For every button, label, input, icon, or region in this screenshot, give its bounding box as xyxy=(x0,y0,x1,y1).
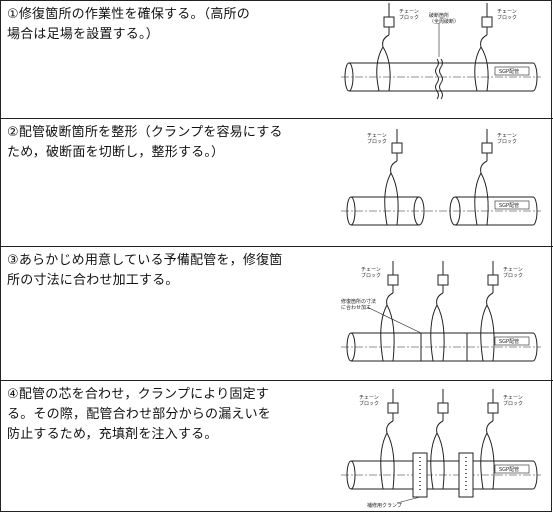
label-line: チェーン xyxy=(399,9,419,15)
hoist-label-right: チェーンブロック xyxy=(497,9,517,21)
label-line: （全周破断） xyxy=(429,18,459,25)
label-line: チェーン xyxy=(503,395,523,401)
label-line: チェーン xyxy=(361,267,381,273)
chain-hoist-left xyxy=(386,389,399,434)
step-1-text: ①修復箇所の作業性を確保する。（高所の 場合は足場を設置する。） xyxy=(7,7,250,42)
clamp-label: 補修用クランプ xyxy=(367,502,402,509)
label-line: ブロック xyxy=(399,14,419,21)
step-row-1: ①修復箇所の作業性を確保する。（高所の 場合は足場を設置する。） チェーンブロッ… xyxy=(1,1,553,119)
label-line: ブロック xyxy=(359,400,379,407)
chain-hoist-middle xyxy=(436,389,449,434)
step-1-figure: チェーンブロック チェーンブロック 破断箇所（全周破断） xyxy=(341,3,541,100)
step-3-figure: チェーンブロック チェーンブロック 修復箇所の寸法に合わせ加工 xyxy=(341,261,541,362)
chain-hoist-right xyxy=(486,261,499,306)
step-row-4: ④配管の芯を合わせ，クランプにより固定す る。その際，配管合わせ部分からの漏えい… xyxy=(1,381,553,513)
label-line: ブロック xyxy=(367,138,387,145)
pipe-label: SGP配管 xyxy=(499,466,519,473)
label-line: チェーン xyxy=(503,267,523,273)
pipe-with-clamps xyxy=(341,432,541,504)
label-line: 補修用クランプ xyxy=(367,502,402,509)
label-line: SGP配管 xyxy=(499,68,519,75)
label-line: SGP配管 xyxy=(499,202,519,209)
label-line: ブロック xyxy=(503,400,523,407)
label-line: チェーン xyxy=(497,133,517,139)
pipe-label: SGP配管 xyxy=(499,202,519,209)
step-2-text: ②配管破断箇所を整形（クランプを容易にする ため，破断面を切断し，整形する。） xyxy=(7,125,283,160)
label-line: ブロック xyxy=(361,272,381,279)
label-line: 破断箇所 xyxy=(429,12,449,19)
label-line: チェーン xyxy=(497,9,517,15)
pipe-with-spare xyxy=(341,304,541,362)
hoist-label-right: チェーンブロック xyxy=(503,395,523,407)
pipe xyxy=(341,23,541,100)
step-row-2: ②配管破断箇所を整形（クランプを容易にする ため，破断面を切断し，整形する。） … xyxy=(1,119,553,247)
chain-hoist-left xyxy=(382,3,395,48)
hoist-label-left: チェーンブロック xyxy=(361,267,381,279)
hoist-label-right: チェーンブロック xyxy=(503,267,523,279)
label-line: SGP配管 xyxy=(499,466,519,473)
pipe-label: SGP配管 xyxy=(499,68,519,75)
label-line: ブロック xyxy=(497,14,517,21)
step-2-figure: チェーンブロック チェーンブロック xyxy=(341,129,541,226)
label-line: SGP配管 xyxy=(499,338,519,345)
hoist-label-left: チェーンブロック xyxy=(359,395,379,407)
label-line: ブロック xyxy=(497,138,517,145)
hoist-label-left: チェーンブロック xyxy=(399,9,419,21)
label-line: ブロック xyxy=(503,272,523,279)
label-line: チェーン xyxy=(359,395,379,401)
label-line: に合わせ加工 xyxy=(341,304,371,311)
label-line: チェーン xyxy=(367,133,387,139)
chain-hoist-right xyxy=(480,3,493,48)
step-3-text: ③あらかじめ用意している予備配管を，修復箇 所の寸法に合わせ加工する。 xyxy=(7,253,283,288)
chain-hoist-middle xyxy=(436,261,449,306)
chain-hoist-left xyxy=(386,261,399,306)
chain-hoist-right xyxy=(486,389,499,434)
hoist-label-right: チェーンブロック xyxy=(497,133,517,145)
chain-hoist-left xyxy=(390,129,403,174)
hoist-label-left: チェーンブロック xyxy=(367,133,387,145)
pipe-cut xyxy=(341,172,541,226)
break-label: 破断箇所（全周破断） xyxy=(429,12,459,25)
label-line: 修復箇所の寸法 xyxy=(341,298,376,305)
step-4-figure: チェーンブロック チェーンブロック xyxy=(341,389,541,509)
step-4-text: ④配管の芯を合わせ，クランプにより固定す る。その際，配管合わせ部分からの漏えい… xyxy=(7,387,272,442)
chain-hoist-right xyxy=(480,129,493,174)
pipe-label: SGP配管 xyxy=(499,338,519,345)
step-row-3: ③あらかじめ用意している予備配管を，修復箇 所の寸法に合わせ加工する。 チェーン… xyxy=(1,247,553,381)
spare-pipe-label: 修復箇所の寸法に合わせ加工 xyxy=(341,298,376,311)
